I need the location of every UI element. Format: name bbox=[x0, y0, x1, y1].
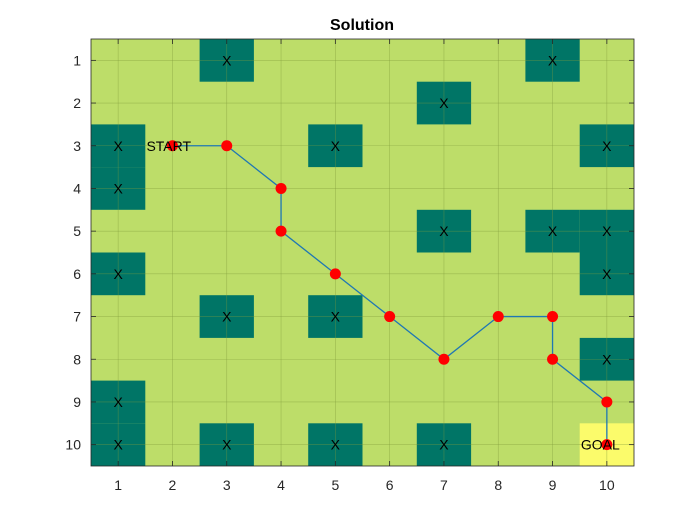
y-tick-label: 4 bbox=[73, 180, 81, 196]
obstacle-mark: X bbox=[331, 309, 341, 325]
obstacle-mark: X bbox=[113, 138, 123, 154]
axes-frame bbox=[90, 38, 635, 467]
path-point bbox=[547, 353, 559, 365]
y-tick-label: 5 bbox=[73, 223, 81, 239]
x-tick-label: 3 bbox=[223, 477, 231, 493]
path-point bbox=[166, 140, 178, 152]
x-tick-label: 1 bbox=[114, 477, 122, 493]
x-tick-label: 5 bbox=[331, 477, 339, 493]
x-tick-label: 4 bbox=[277, 477, 285, 493]
path-point bbox=[221, 140, 233, 152]
y-tick-label: 2 bbox=[73, 95, 81, 111]
obstacle-mark: X bbox=[331, 138, 341, 154]
obstacle-mark: X bbox=[222, 309, 232, 325]
x-tick-label: 10 bbox=[599, 477, 615, 493]
obstacle-mark: X bbox=[222, 52, 232, 68]
obstacle-mark: X bbox=[548, 223, 558, 239]
chart-title: Solution bbox=[330, 17, 394, 34]
annotations: START GOAL bbox=[146, 138, 620, 453]
cell-labels: X X X X X X X X X X X X X X X X X X X X bbox=[113, 52, 612, 452]
obstacle-mark: X bbox=[113, 394, 123, 410]
x-tick-label: 7 bbox=[440, 477, 448, 493]
obstacle-mark: X bbox=[602, 351, 612, 367]
y-tick-label: 1 bbox=[73, 52, 81, 68]
obstacle-mark: X bbox=[439, 223, 449, 239]
annotation-start: START bbox=[146, 138, 191, 154]
y-tick-label: 3 bbox=[73, 138, 81, 154]
path-point bbox=[275, 225, 287, 237]
path-point bbox=[601, 439, 613, 451]
obstacle-mark: X bbox=[222, 437, 232, 453]
gridlines bbox=[91, 39, 634, 466]
obstacle-mark: X bbox=[331, 437, 341, 453]
obstacle-mark: X bbox=[113, 180, 123, 196]
y-tick-label: 7 bbox=[73, 309, 81, 325]
obstacle-mark: X bbox=[113, 266, 123, 282]
x-tick-label: 2 bbox=[169, 477, 177, 493]
obstacle-mark: X bbox=[113, 437, 123, 453]
path-point bbox=[275, 182, 287, 194]
path-point bbox=[384, 311, 396, 323]
path-point bbox=[547, 311, 559, 323]
y-tick-label: 10 bbox=[65, 437, 81, 453]
path-point bbox=[492, 311, 504, 323]
obstacle-mark: X bbox=[602, 223, 612, 239]
path-point bbox=[438, 353, 450, 365]
path-line bbox=[172, 145, 608, 445]
x-axis-ticks: 1 2 3 4 5 6 7 8 9 10 bbox=[114, 39, 615, 493]
y-tick-label: 9 bbox=[73, 394, 81, 410]
path-point bbox=[329, 268, 341, 280]
y-tick-label: 6 bbox=[73, 266, 81, 282]
y-axis-ticks: 1 2 3 4 5 6 7 8 9 10 bbox=[65, 52, 634, 453]
path bbox=[166, 140, 613, 451]
obstacle-mark: X bbox=[602, 266, 612, 282]
obstacle-mark: X bbox=[439, 437, 449, 453]
x-tick-label: 6 bbox=[386, 477, 394, 493]
y-tick-label: 8 bbox=[73, 351, 81, 367]
annotation-goal: GOAL bbox=[581, 437, 620, 453]
obstacle-mark: X bbox=[548, 52, 558, 68]
x-tick-label: 8 bbox=[494, 477, 502, 493]
obstacle-mark: X bbox=[602, 138, 612, 154]
obstacle-mark: X bbox=[439, 95, 449, 111]
path-point bbox=[601, 396, 613, 408]
x-tick-label: 9 bbox=[549, 477, 557, 493]
